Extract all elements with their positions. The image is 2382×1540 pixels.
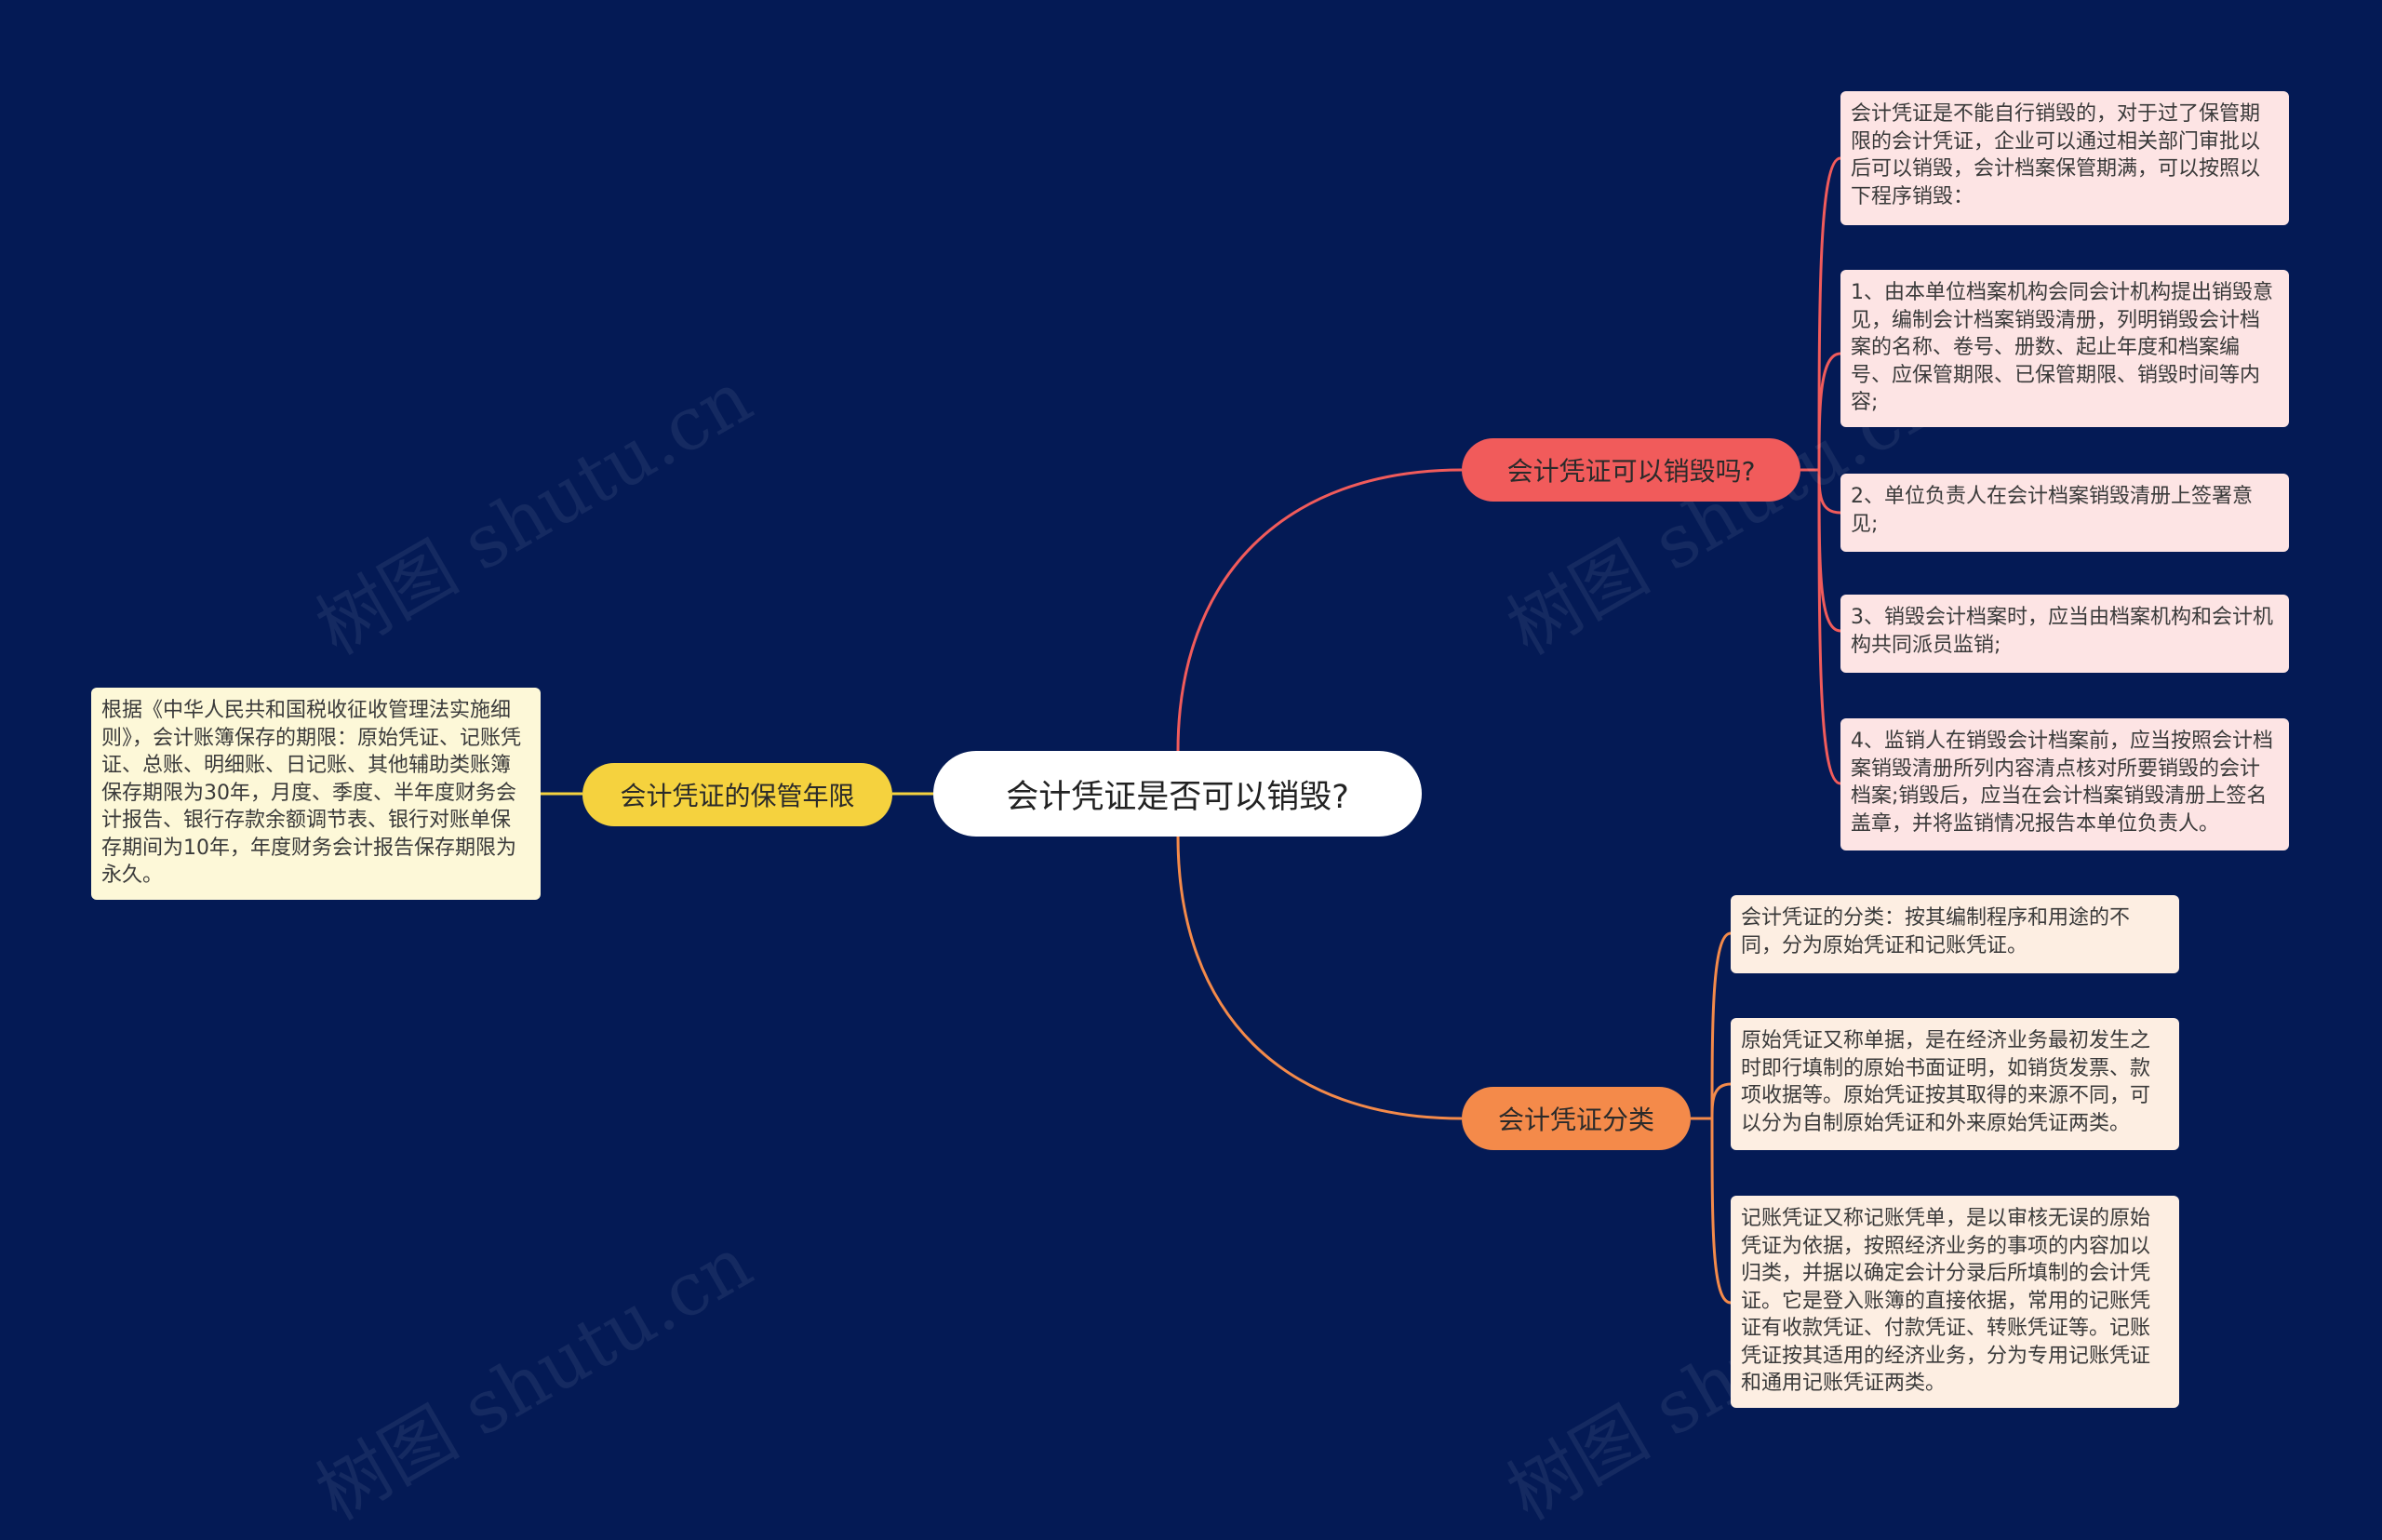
branch-classification[interactable]: 会计凭证分类 (1462, 1087, 1691, 1150)
root-topic-label: 会计凭证是否可以销毁? (1006, 778, 1349, 816)
link-root-destroy (1176, 468, 1463, 752)
mind-map-canvas: 树图 shutu.cn 树图 shutu.cn 树图 shutu.cn 树图 s… (91, 91, 2289, 1536)
leaf-destroy-step-4[interactable]: 4、监销人在销毁会计档案前，应当按照会计档案销毁清册所列内容清点核对所要销毁的会… (1840, 718, 2289, 850)
leaf-destroy-step-3[interactable]: 3、销毁会计档案时，应当由档案机构和会计机构共同派员监销; (1840, 595, 2289, 673)
branch-retention-period[interactable]: 会计凭证的保管年限 (582, 763, 892, 826)
root-topic[interactable]: 会计凭证是否可以销毁? (933, 751, 1422, 837)
leaf-retention-law[interactable]: 根据《中华人民共和国税收征收管理法实施细则》，会计账簿保存的期限：原始凭证、记账… (91, 688, 541, 900)
branch-label: 会计凭证分类 (1497, 1105, 1654, 1135)
link-root-classify (1176, 836, 1463, 1120)
leaf-destroy-step-1[interactable]: 1、由本单位档案机构会同会计机构提出销毁意见，编制会计档案销毁清册，列明销毁会计… (1840, 270, 2289, 427)
leaf-destroy-intro[interactable]: 会计凭证是不能自行销毁的，对于过了保管期限的会计凭证，企业可以通过相关部门审批以… (1840, 91, 2289, 225)
branch-label: 会计凭证可以销毁吗? (1506, 456, 1756, 487)
branch-label: 会计凭证的保管年限 (620, 781, 855, 811)
leaf-classify-original[interactable]: 原始凭证又称单据，是在经济业务最初发生之时即行填制的原始书面证明，如销货发票、款… (1731, 1018, 2179, 1150)
links-classify-leaves (1691, 931, 1732, 1305)
leaf-classify-bookkeeping[interactable]: 记账凭证又称记账凭单，是以审核无误的原始凭证为依据，按照经济业务的事项的内容加以… (1731, 1196, 2179, 1408)
connector-lines (541, 156, 1841, 1305)
branch-can-destroy[interactable]: 会计凭证可以销毁吗? (1462, 438, 1800, 502)
links-destroy-leaves (1800, 156, 1841, 785)
leaf-classify-overview[interactable]: 会计凭证的分类：按其编制程序和用途的不同，分为原始凭证和记账凭证。 (1731, 895, 2179, 973)
leaf-destroy-step-2[interactable]: 2、单位负责人在会计档案销毁清册上签署意见; (1840, 474, 2289, 552)
